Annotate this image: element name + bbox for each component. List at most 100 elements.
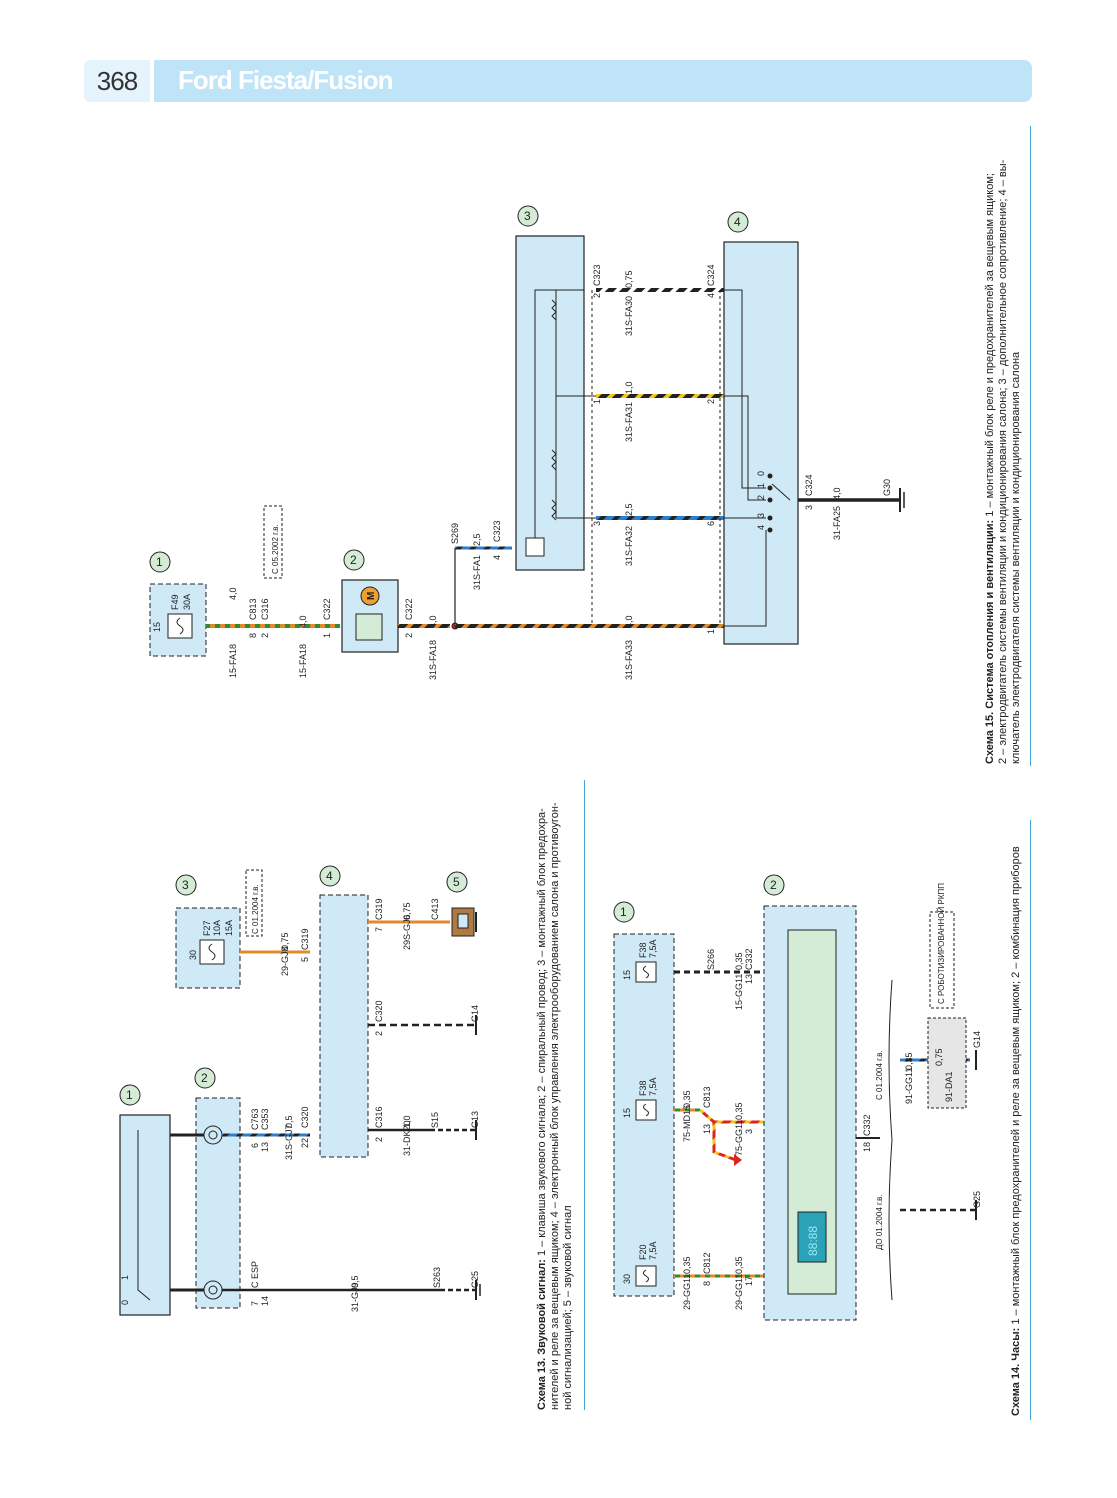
label: C316 — [374, 1106, 384, 1128]
label: C332 — [862, 1114, 872, 1136]
label: 6 — [250, 1143, 260, 1148]
horn-switch — [137, 1130, 151, 1301]
page-header: 368 Ford Fiesta/Fusion — [84, 60, 1032, 102]
label: С 01.2004 г.в. — [875, 1050, 884, 1100]
label: 0 — [120, 1300, 130, 1305]
clock-display — [797, 1211, 827, 1263]
label: 29S-GJ6 — [402, 914, 412, 950]
label: 0,75 — [624, 270, 634, 288]
label: 75-GG11 — [734, 1120, 744, 1156]
label: 31S-GJ7 — [284, 1124, 294, 1160]
callout-2-label: 2 — [201, 1071, 208, 1085]
label: C324 — [804, 474, 814, 496]
resistor-icon — [551, 449, 557, 471]
ecu-block — [319, 894, 369, 1158]
label: 91-GG11 — [904, 1068, 914, 1104]
label: C319 — [374, 898, 384, 920]
label: F49 — [170, 594, 180, 610]
label: 4,0 — [832, 487, 842, 500]
label: G30 — [882, 479, 892, 496]
callout-1 — [119, 1084, 141, 1106]
resistor-icon — [551, 299, 557, 321]
label: 1 — [592, 399, 602, 404]
label: С ESP — [250, 1261, 260, 1288]
label: C813 — [702, 1086, 712, 1108]
callout-2-label: 2 — [350, 553, 357, 567]
label: С 01.2004 г.в. — [251, 884, 260, 934]
page-number: 368 — [84, 60, 150, 102]
callout-5 — [446, 871, 468, 893]
label: 29-GG11 — [682, 1274, 692, 1310]
rkpp-variant-box — [927, 1017, 967, 1109]
label: 8 — [702, 1281, 712, 1286]
label: C316 — [260, 598, 270, 620]
label: 7 — [250, 1301, 260, 1306]
label: 3 — [756, 513, 766, 518]
label: F38 — [638, 942, 648, 958]
label: 15A — [224, 920, 234, 936]
resistor-block — [515, 235, 585, 571]
label: G25 — [972, 1191, 982, 1208]
label: 2 — [374, 1031, 384, 1036]
label: 2 — [404, 633, 414, 638]
label: 7,5A — [648, 939, 658, 958]
caption-13-line-2: нителей и реле за вещевым ящиком; 4 – эл… — [549, 802, 561, 1410]
caption-rule-15 — [1030, 126, 1031, 766]
label: C813 — [248, 598, 258, 620]
horn-key-block — [119, 1114, 171, 1316]
label: 2,5 — [624, 503, 634, 516]
label: 0 — [756, 471, 766, 476]
label: 1 — [120, 1275, 130, 1280]
label: C332 — [744, 948, 754, 970]
callout-4 — [319, 865, 341, 887]
label: 6 — [706, 521, 716, 526]
caption-15-line-1: 1 – монтажный блок реле и предохранителе… — [984, 173, 996, 520]
label: C323 — [492, 520, 502, 542]
callout-4-label: 4 — [326, 869, 333, 883]
caption-schema-15: Схема 15. Система отопления и вентиляции… — [984, 124, 1023, 764]
callout-2 — [343, 549, 365, 571]
fuse-f38-b: 15 F38 7,5A — [622, 939, 658, 983]
label: 15 — [622, 1108, 632, 1118]
label: 31S-FA32 — [624, 526, 634, 566]
label: 3 — [804, 505, 814, 510]
label: 0,35 — [904, 1052, 914, 1070]
clock-schematic: 1 30 F20 7,5A 15 F38 7,5A 15 F38 7,5A 29… — [613, 874, 982, 1321]
label: 13 — [744, 974, 754, 984]
label: 1,0 — [402, 1115, 412, 1128]
label: 2 — [592, 293, 602, 298]
callout-1 — [149, 551, 171, 573]
label: 2 — [374, 1137, 384, 1142]
label: S269 — [450, 523, 460, 544]
callout-1 — [613, 901, 635, 923]
label: 15-FA18 — [228, 644, 238, 678]
label: 15 — [622, 970, 632, 980]
label: G14 — [972, 1031, 982, 1048]
caption-15-title: Схема 15. Система отопления и вентиляции… — [984, 519, 996, 764]
caption-rule-13 — [584, 780, 585, 1410]
label: C324 — [706, 264, 716, 286]
label: 0,35 — [734, 1102, 744, 1120]
label: 91-DA1 — [944, 1071, 954, 1102]
label: 2 — [706, 399, 716, 404]
label: 17 — [744, 1276, 754, 1286]
label: 29-GG11 — [734, 1274, 744, 1310]
label: C319 — [300, 928, 310, 950]
label: 31-DK20 — [402, 1120, 412, 1156]
label: 1 — [756, 483, 766, 488]
label: 7,5A — [648, 1241, 658, 1260]
caption-14-title: Схема 14. Часы: — [1010, 1327, 1022, 1416]
label: 0,35 — [734, 1256, 744, 1274]
caption-14-line: 1 – монтажный блок предохранителей и рел… — [1010, 846, 1022, 1328]
label: 0,35 — [734, 952, 744, 970]
label: 4,0 — [298, 615, 308, 628]
callout-3-label: 3 — [524, 209, 531, 223]
label: 13 — [260, 1142, 270, 1152]
label: C353 — [260, 1108, 270, 1130]
callout-1-label: 1 — [126, 1088, 133, 1102]
label: 4 — [706, 293, 716, 298]
relay-fuse-block — [149, 583, 207, 657]
caption-rule-14 — [1030, 820, 1031, 1420]
horn-schematic: 1 0 1 2 C763 C353 6 13 31S-GJ7 0,5 C320 … — [119, 865, 481, 1316]
